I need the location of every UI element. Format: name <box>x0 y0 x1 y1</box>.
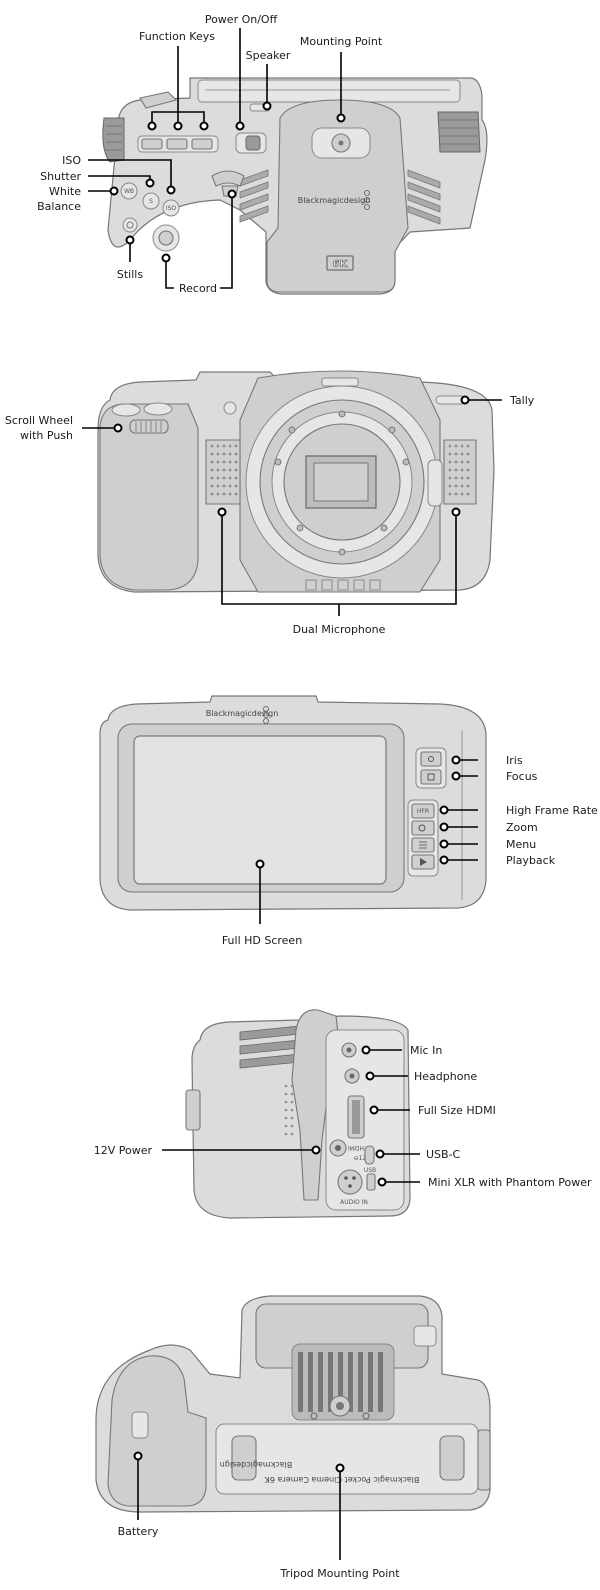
top-knob <box>139 91 178 109</box>
hfr-button-text: HFR <box>417 808 429 815</box>
battery-door[interactable] <box>107 1355 207 1507</box>
scroll-wheel-label-2: with Push <box>20 429 73 442</box>
tripod-label: Tripod Mounting Point <box>279 1567 400 1580</box>
shutter-button-text: S <box>149 198 153 205</box>
iso-label: ISO <box>62 154 81 167</box>
dual-mic-label: Dual Microphone <box>293 623 386 636</box>
focus-label: Focus <box>506 770 538 783</box>
battery-latch[interactable] <box>131 1411 149 1439</box>
bottom-plate-text: Blackmagic Pocket Cinema Camera 6K <box>264 1475 419 1484</box>
playback-label: Playback <box>506 854 556 867</box>
mini-xlr-port[interactable] <box>337 1169 363 1195</box>
usb-c-label: USB-C <box>426 1148 461 1161</box>
battery-label: Battery <box>118 1525 159 1538</box>
record-callout-left <box>165 258 174 289</box>
top-lcd-edge <box>197 79 461 103</box>
top-mount-housing <box>266 99 409 293</box>
function-key-2[interactable] <box>166 138 188 150</box>
iso-callout <box>88 159 172 190</box>
bottom-vents <box>291 1343 395 1421</box>
screen-label: Full HD Screen <box>222 934 302 947</box>
hfr-label: High Frame Rate <box>506 804 598 817</box>
hdmi-label: Full Size HDMI <box>418 1104 496 1117</box>
audio-in-text: AUDIO IN <box>340 1199 368 1206</box>
hdmi-port-text: HDMI <box>348 1144 364 1151</box>
menu-label: Menu <box>506 838 536 851</box>
hfr-button[interactable] <box>411 803 435 819</box>
back-view: Blackmagicdesign HFR Ir <box>99 695 598 947</box>
white-balance-button[interactable] <box>120 182 138 200</box>
white-balance-label-2: Balance <box>37 200 81 213</box>
iso-button[interactable] <box>162 199 180 217</box>
side-view: HDMI ⊖12V USB AUDIO IN Mic In Headphone … <box>94 1009 592 1219</box>
record-label: Record <box>179 282 217 295</box>
top-view: WB S ISO Blackmagicdesign 6K <box>37 13 488 295</box>
stills-label: Stills <box>117 268 143 281</box>
shutter-label: Shutter <box>40 170 81 183</box>
shutter-button[interactable] <box>142 192 160 210</box>
usb-c-port[interactable] <box>364 1145 375 1165</box>
function-keys-label: Function Keys <box>139 30 215 43</box>
zoom-button[interactable] <box>411 820 435 836</box>
front-view: Scroll Wheel with Push Tally Dual Microp… <box>5 370 535 636</box>
power-12v-label: 12V Power <box>94 1144 153 1157</box>
6k-badge <box>326 255 354 271</box>
usb-port-text: USB <box>364 1167 376 1174</box>
mic-in-label: Mic In <box>410 1044 442 1057</box>
stills-button[interactable] <box>122 217 138 233</box>
white-balance-label-1: White <box>49 185 81 198</box>
6k-badge-text: 6K <box>333 259 349 270</box>
wb-button-text: WB <box>124 188 134 195</box>
function-key-3[interactable] <box>191 138 213 150</box>
focus-button[interactable] <box>420 769 442 785</box>
iso-button-text: ISO <box>166 205 177 212</box>
xlr-label: Mini XLR with Phantom Power <box>428 1176 592 1189</box>
mic-grill-left <box>205 439 241 505</box>
function-key-1[interactable] <box>141 138 163 150</box>
top-brand-text: Blackmagicdesign <box>298 196 371 205</box>
bottom-view: Blackmagic Pocket Cinema Camera 6K Black… <box>95 1295 491 1580</box>
mic-grill-right <box>443 439 477 505</box>
power-label: Power On/Off <box>205 13 278 26</box>
12v-port-text: ⊖12V <box>354 1155 372 1162</box>
mounting-point-label: Mounting Point <box>300 35 383 48</box>
headphone-label: Headphone <box>414 1070 477 1083</box>
record-callout-right <box>220 194 233 289</box>
side-mic-grill <box>284 1084 294 1136</box>
scroll-wheel-label-1: Scroll Wheel <box>5 414 73 427</box>
bottom-brand-text: Blackmagicdesign <box>220 1460 293 1469</box>
front-grip <box>99 403 199 591</box>
speaker-label: Speaker <box>246 49 291 62</box>
iris-button[interactable] <box>420 751 442 767</box>
tally-label: Tally <box>509 394 535 407</box>
zoom-label: Zoom <box>506 821 538 834</box>
scroll-wheel[interactable] <box>129 419 169 434</box>
iris-label: Iris <box>506 754 523 767</box>
back-brand-text: Blackmagicdesign <box>206 709 279 718</box>
